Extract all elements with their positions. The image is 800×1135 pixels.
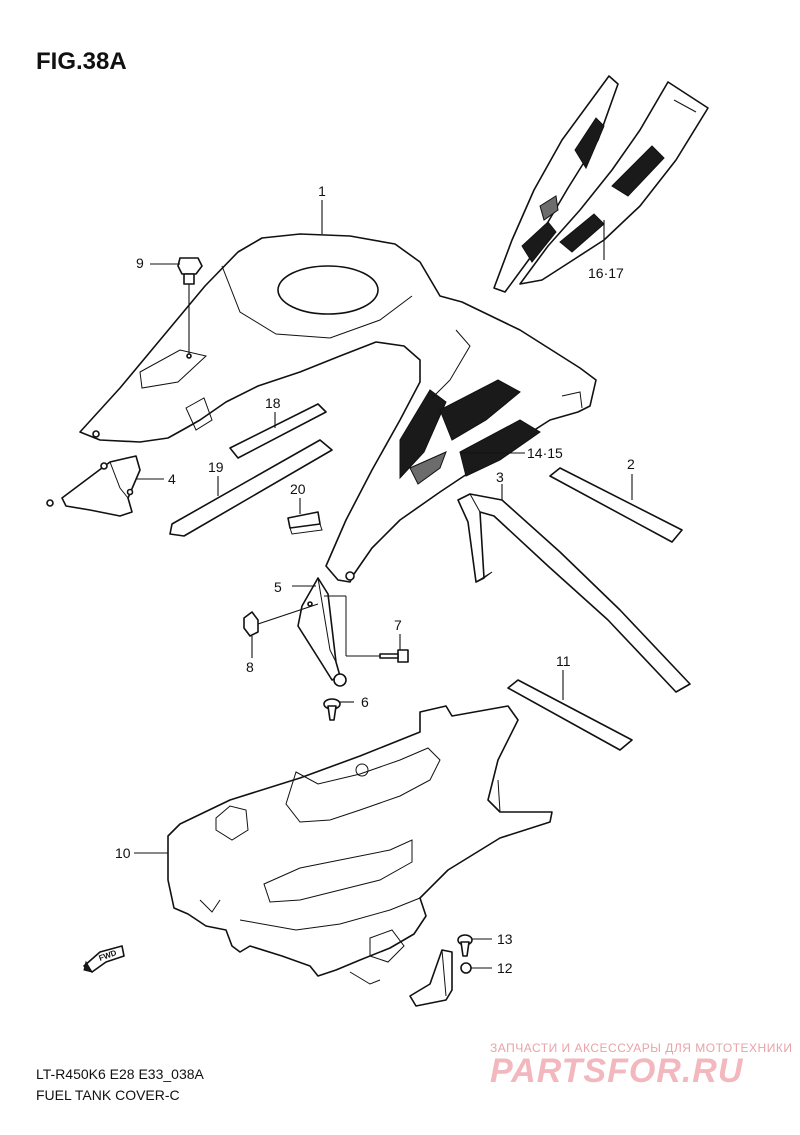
diagram-name: FUEL TANK COVER-C [36, 1087, 180, 1103]
figure-title: FIG.38A [36, 48, 127, 75]
support-3 [457, 493, 691, 693]
pad-20 [287, 511, 323, 535]
callout-16-17: 16·17 [588, 265, 624, 281]
callout-4: 4 [168, 471, 176, 487]
screw-7 [324, 595, 409, 663]
under-tray-10 [167, 705, 553, 985]
strip-11 [507, 679, 633, 751]
screw-13 [457, 934, 492, 957]
callout-10: 10 [115, 845, 131, 861]
strip-18 [229, 403, 327, 459]
bracket-12 [409, 949, 492, 1007]
callout-11: 11 [556, 653, 571, 669]
callout-2: 2 [627, 456, 635, 472]
watermark-tagline: ЗАПЧАСТИ И АКСЕССУАРЫ ДЛЯ МОТОТЕХНИКИ [490, 1041, 793, 1055]
callout-18: 18 [265, 395, 281, 411]
forward-direction-badge: FWD [83, 945, 125, 973]
bracket-4 [46, 455, 141, 517]
watermark-logo: PARTSFOR.RU [490, 1052, 744, 1090]
callout-3: 3 [496, 469, 504, 485]
callout-6: 6 [361, 694, 369, 710]
callout-labels: 1 9 16·17 18 19 4 20 14·15 2 3 5 7 8 6 1… [115, 183, 635, 976]
leader-lines [134, 200, 633, 854]
callout-19: 19 [208, 459, 224, 475]
clip-9 [177, 257, 203, 359]
callout-13: 13 [497, 931, 513, 947]
callout-20: 20 [290, 481, 306, 497]
fuel-tank-cover-1 [79, 233, 597, 583]
callout-8: 8 [246, 659, 254, 675]
screw-6 [323, 698, 354, 721]
strip-19 [169, 439, 333, 537]
callout-9: 9 [136, 255, 144, 271]
callout-14-15: 14·15 [527, 445, 563, 461]
callout-5: 5 [274, 579, 282, 595]
callout-1: 1 [318, 183, 326, 199]
decal-16-17 [493, 75, 709, 293]
model-code: LT-R450K6 E28 E33_038A [36, 1066, 204, 1082]
callout-7: 7 [394, 617, 402, 633]
strip-2 [549, 467, 683, 543]
plate-5 [297, 577, 347, 687]
callout-12: 12 [497, 960, 513, 976]
nut-8 [243, 603, 319, 637]
